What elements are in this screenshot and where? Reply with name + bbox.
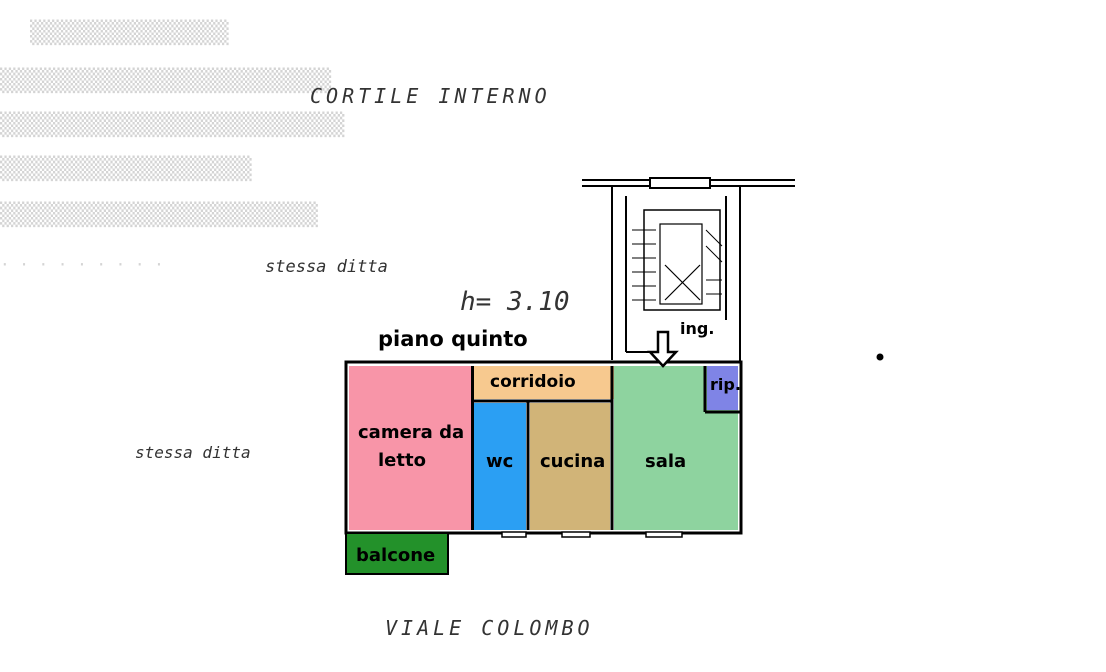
svg-text:· · · · · · · · ·: · · · · · · · · · [0,255,164,274]
svg-text:▒▒▒▒▒▒▒▒▒▒▒▒▒▒▒▒▒▒▒▒▒▒▒▒▒: ▒▒▒▒▒▒▒▒▒▒▒▒▒▒▒▒▒▒▒▒▒▒▒▒▒ [0,67,332,94]
interior-walls [471,366,740,530]
room-label-balcony: balcone [356,545,435,566]
room-label-entrance: ing. [680,319,714,338]
entrance-arrow-icon [647,330,679,368]
svg-text:▒▒▒▒▒▒▒▒▒▒▒▒▒▒▒▒▒▒▒: ▒▒▒▒▒▒▒▒▒▒▒▒▒▒▒▒▒▒▒ [0,155,252,182]
street-label: VIALE COLOMBO [385,616,594,640]
same-owner-label-top: stessa ditta [265,257,388,277]
point-marker [876,353,884,361]
room-bedroom [349,366,471,530]
svg-text:▒▒▒▒▒▒▒▒▒▒▒▒▒▒▒▒▒▒▒▒▒▒▒▒▒▒: ▒▒▒▒▒▒▒▒▒▒▒▒▒▒▒▒▒▒▒▒▒▒▒▒▒▒ [0,111,345,138]
svg-text:▒▒▒▒▒▒▒▒▒▒▒▒▒▒▒: ▒▒▒▒▒▒▒▒▒▒▒▒▒▒▒ [30,19,229,46]
room-bathroom [474,403,526,530]
room-kitchen [530,403,610,530]
svg-text:▒▒▒▒▒▒▒▒▒▒▒▒▒▒▒▒▒▒▒▒▒▒▒▒: ▒▒▒▒▒▒▒▒▒▒▒▒▒▒▒▒▒▒▒▒▒▒▒▒ [0,201,319,228]
ceiling-height-label: h= 3.10 [460,287,570,317]
stairwell [582,177,795,362]
faded-scan-background: ▒▒▒▒▒▒▒▒▒▒▒▒▒▒▒ ▒▒▒▒▒▒▒▒▒▒▒▒▒▒▒▒▒▒▒▒▒▒▒▒… [0,19,345,274]
room-label-living: sala [645,451,686,472]
room-label-kitchen: cucina [540,451,605,472]
room-storage [707,366,738,410]
same-owner-label-left: stessa ditta [135,443,251,462]
floor-title: piano quinto [378,327,528,351]
windows [501,531,683,538]
room-corridor [474,366,615,399]
room-balcony [345,532,449,575]
room-label-bedroom-2: letto [378,450,426,471]
room-label-corridor: corridoio [490,372,576,392]
apartment-outline [344,360,743,535]
room-label-bathroom: wc [486,451,513,472]
room-label-bedroom-1: camera da [358,422,464,443]
room-label-storage: rip. [710,375,741,394]
courtyard-label: CORTILE INTERNO [310,84,551,108]
